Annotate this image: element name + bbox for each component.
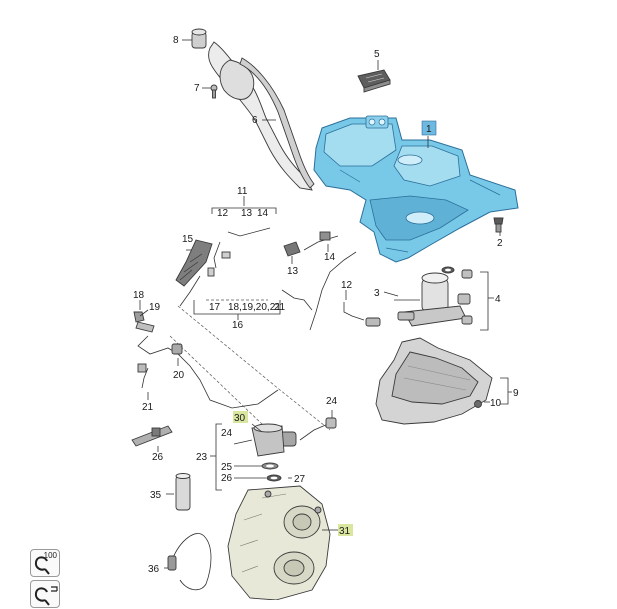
zoom-in-icon [34,556,50,575]
callout-13[interactable]: 13 [287,266,299,277]
nut-10[interactable] [474,400,482,408]
nut-27[interactable] [266,474,282,482]
callout-24-top[interactable]: 24 [326,396,338,407]
seal-25[interactable] [261,462,279,470]
callout-8[interactable]: 8 [173,35,179,46]
filler-neck[interactable] [208,41,315,191]
callout-23[interactable]: 23 [196,452,208,463]
hose-clamp-26[interactable] [131,425,173,447]
hose-assembly-12[interactable] [179,227,271,307]
callout-17[interactable]: 17 [209,302,221,313]
callout-26[interactable]: 26 [221,473,233,484]
leader-lines [139,39,512,569]
callout-19[interactable]: 19 [149,302,161,313]
callout-18-21[interactable]: 18,19,20,21 [228,302,281,313]
callout-13-top[interactable]: 13 [241,208,253,219]
callout-1-box [421,120,437,136]
callout-21-right[interactable]: 21 [274,302,286,313]
callout-18[interactable]: 18 [133,290,145,301]
callout-10[interactable]: 10 [490,398,502,409]
wire-harness-20[interactable] [137,335,279,409]
callout-6[interactable]: 6 [252,115,258,126]
callout-24[interactable]: 24 [221,428,233,439]
zoom-level: 100 [43,551,57,560]
callout-5[interactable]: 5 [374,49,380,60]
seal-ring-4[interactable] [441,266,455,274]
tank-fitting-top[interactable] [365,115,389,129]
callout-21[interactable]: 21 [142,402,154,413]
callout-12-top[interactable]: 12 [217,208,229,219]
zoom-in-button[interactable]: 100 [30,549,60,577]
callout-35[interactable]: 35 [150,490,162,501]
sensor-4-b[interactable] [457,293,471,305]
callout-27[interactable]: 27 [294,474,306,485]
screw-7[interactable] [210,84,218,99]
callout-4[interactable]: 4 [495,294,501,305]
fuel-tank[interactable] [313,117,519,263]
screw-2[interactable] [493,217,504,233]
filler-cap[interactable] [191,28,207,49]
heat-shield-9[interactable] [375,337,493,425]
callout-11[interactable]: 11 [237,186,248,197]
sender-unit-24[interactable] [275,417,337,447]
zoom-fit-icon [34,586,58,606]
callouts: 1 2 3 4 5 6 7 8 9 10 11 12 13 14 15 13 1… [133,35,519,575]
callout-9[interactable]: 9 [513,388,519,399]
callout-31[interactable]: 31 [339,526,351,537]
fuel-pump-3[interactable] [394,272,467,327]
bracket-5[interactable] [357,69,391,93]
callout-26-left[interactable]: 26 [152,452,164,463]
callout-3[interactable]: 3 [374,288,380,299]
callout-30[interactable]: 30 [234,413,246,424]
callout-31-box [338,524,353,536]
bracket-15[interactable] [175,239,213,287]
connector-12[interactable] [343,302,381,327]
callout-36[interactable]: 36 [148,564,160,575]
grommet-13[interactable] [283,241,301,257]
sensor-4-a[interactable] [461,269,473,279]
callout-14-top[interactable]: 14 [257,208,269,219]
fitting-14[interactable] [303,231,339,251]
sensor-4-c[interactable] [461,315,473,325]
cartridge-35[interactable] [175,473,191,511]
callout-2[interactable]: 2 [497,238,503,249]
connector-21[interactable] [137,363,149,389]
clip-18[interactable] [133,311,145,323]
cable-36[interactable] [167,533,212,591]
assembly-lines [169,299,331,431]
hose-14-lower[interactable] [281,251,357,331]
callout-25[interactable]: 25 [221,462,233,473]
callout-16[interactable]: 16 [232,320,244,331]
callout-20[interactable]: 20 [173,370,185,381]
fuel-sender-23[interactable] [251,423,285,457]
bracket-19[interactable] [135,321,155,333]
callout-1[interactable]: 1 [426,124,432,135]
callout-12[interactable]: 12 [341,280,353,291]
callout-7[interactable]: 7 [194,83,200,94]
pump-housing-31[interactable] [227,485,331,600]
zoom-fit-button[interactable] [30,580,60,608]
callout-14[interactable]: 14 [324,252,336,263]
callout-30-box [233,411,248,423]
callout-15[interactable]: 15 [182,234,194,245]
